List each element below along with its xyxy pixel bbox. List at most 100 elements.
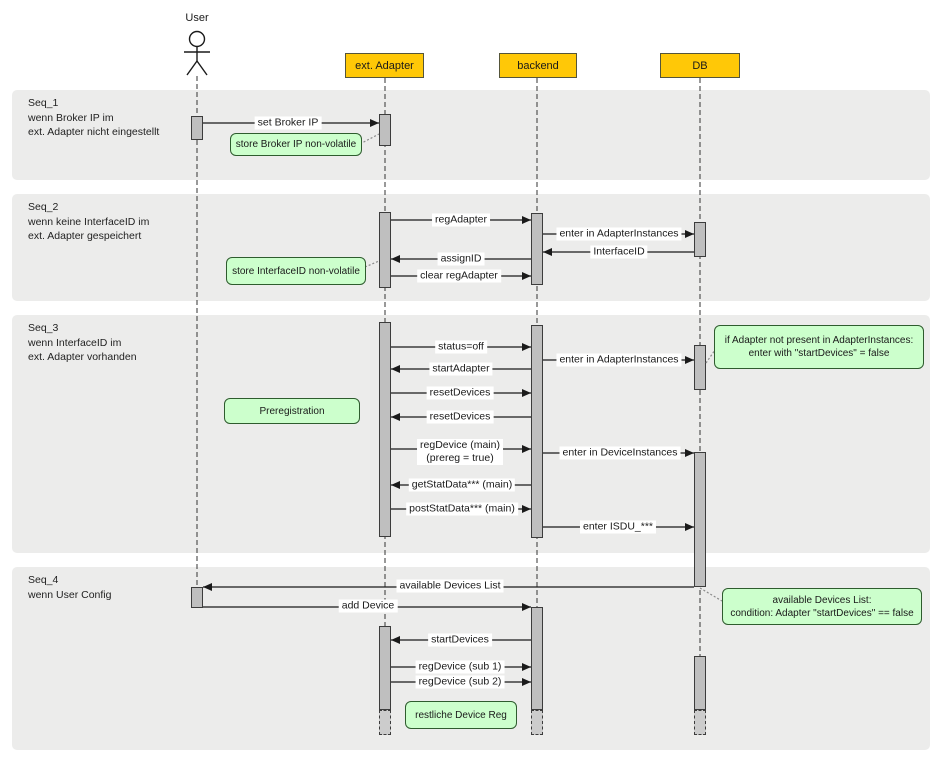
message-label: resetDevices: [426, 410, 494, 424]
message-label: status=off: [435, 340, 487, 354]
message-label: postStatData*** (main): [406, 502, 518, 516]
note-line: if Adapter not present in AdapterInstanc…: [724, 335, 914, 346]
message-label: enter in AdapterInstances: [556, 227, 682, 241]
message-label: startDevices: [428, 633, 492, 647]
arrowhead-icon: [685, 356, 694, 364]
arrowhead-icon: [391, 413, 400, 421]
note-line: Preregistration: [259, 405, 325, 417]
activation-bar: [531, 325, 543, 538]
activation-continuation: [694, 710, 706, 735]
arrowhead-icon: [391, 365, 400, 373]
activation-bar: [531, 213, 543, 285]
message-label-line: postStatData*** (main): [409, 502, 515, 515]
activation-continuation: [379, 710, 391, 735]
message-label-line: enter in AdapterInstances: [559, 227, 679, 240]
arrowhead-icon: [522, 678, 531, 686]
band-caption-line: wenn Broker IP im: [28, 111, 114, 124]
band-caption-line: ext. Adapter nicht eingestellt: [28, 126, 160, 138]
message-label-line: available Devices List: [399, 579, 501, 592]
activation-bar: [379, 114, 391, 146]
message-label-line: clear regAdapter: [420, 269, 498, 282]
message-label: regDevice (sub 1): [415, 660, 505, 674]
arrowhead-icon: [522, 272, 531, 280]
message-label-line: enter ISDU_***: [582, 520, 654, 533]
activation-bar: [531, 607, 543, 710]
message-label: set Broker IP: [254, 116, 322, 130]
arrowhead-icon: [522, 505, 531, 513]
activation-bar: [379, 322, 391, 537]
message-label: enter ISDU_***: [579, 520, 657, 534]
band-caption-line: ext. Adapter vorhanden: [28, 351, 137, 363]
band-caption-line: wenn User Config: [28, 588, 112, 601]
message-label-line: resetDevices: [429, 386, 491, 399]
band-caption-line: Seq_3: [28, 322, 59, 334]
arrowhead-icon: [203, 583, 212, 591]
band-caption-line: wenn InterfaceID im: [28, 336, 122, 349]
message-label-line: resetDevices: [429, 410, 491, 423]
arrowhead-icon: [391, 481, 400, 489]
message-label-line: regDevice (sub 2): [418, 675, 502, 688]
activation-bar: [191, 116, 203, 140]
actor-box: backend: [499, 53, 577, 78]
note: if Adapter not present in AdapterInstanc…: [714, 325, 924, 369]
note: store Broker IP non-volatile: [230, 133, 362, 156]
message-label-line: startDevices: [431, 633, 489, 646]
arrowhead-icon: [522, 445, 531, 453]
band-caption-line: wenn keine InterfaceID im: [28, 215, 150, 228]
user-actor-icon: [184, 30, 210, 76]
message-label-line: InterfaceID: [593, 245, 645, 258]
arrowhead-icon: [522, 216, 531, 224]
arrowhead-icon: [391, 636, 400, 644]
note: available Devices List:condition: Adapte…: [722, 588, 922, 625]
arrowhead-icon: [685, 230, 694, 238]
message-label-line: set Broker IP: [257, 116, 319, 129]
note-line: enter with "startDevices" = false: [748, 348, 890, 359]
message-label: resetDevices: [426, 386, 494, 400]
message-label-line: add Device: [341, 599, 395, 612]
note-line: available Devices List:: [772, 594, 872, 606]
activation-bar: [379, 212, 391, 288]
message-label-line: (prereg = true): [426, 452, 494, 464]
activation-continuation: [531, 710, 543, 735]
activation-bar: [191, 587, 203, 608]
activation-bar: [694, 345, 706, 390]
message-label-line: regDevice (main): [420, 439, 500, 451]
message-label: enter in DeviceInstances: [559, 446, 681, 460]
message-label-line: status=off: [438, 340, 484, 353]
activation-bar: [379, 626, 391, 710]
arrowhead-icon: [543, 248, 552, 256]
actor-box: ext. Adapter: [345, 53, 424, 78]
actor-label: DB: [692, 59, 708, 72]
arrowhead-icon: [522, 389, 531, 397]
message-label-line: getStatData*** (main): [411, 478, 513, 491]
arrowhead-icon: [391, 255, 400, 263]
message-label-line: startAdapter: [432, 362, 490, 375]
message-label: startAdapter: [429, 362, 493, 376]
activation-bar: [694, 452, 706, 587]
arrowhead-icon: [522, 343, 531, 351]
note-line: restliche Device Reg: [415, 709, 507, 721]
note: Preregistration: [224, 398, 360, 424]
note-connector: [364, 260, 380, 268]
arrowhead-icon: [522, 603, 531, 611]
note-connector: [705, 349, 716, 364]
note-line: store InterfaceID non-volatile: [232, 265, 360, 277]
message-label: assignID: [437, 252, 485, 266]
note-line: store Broker IP non-volatile: [235, 139, 357, 150]
message-label: enter in AdapterInstances: [556, 353, 682, 367]
band-caption-line: Seq_1: [28, 97, 59, 109]
arrowhead-icon: [370, 119, 379, 127]
arrowhead-icon: [685, 449, 694, 457]
note-connector: [699, 587, 723, 602]
message-label: regDevice (main)(prereg = true): [417, 439, 503, 465]
note: store InterfaceID non-volatile: [226, 257, 366, 285]
band-caption-line: ext. Adapter gespeichert: [28, 230, 142, 242]
message-label: regAdapter: [432, 213, 490, 227]
